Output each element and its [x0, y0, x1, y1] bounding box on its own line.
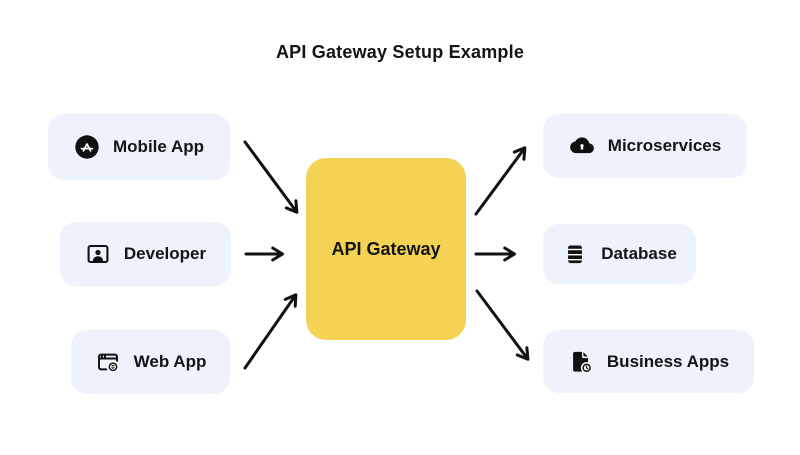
database-icon [562, 241, 588, 267]
gateway-label: API Gateway [331, 238, 441, 259]
cloud-icon [569, 133, 595, 159]
node-label: Microservices [607, 136, 722, 155]
node-database: Database [543, 224, 696, 284]
node-api-gateway: API Gateway [306, 158, 466, 340]
node-label: Mobile App [113, 137, 204, 156]
arrow-mobile-app-to-gateway [243, 140, 299, 214]
frame-person-icon [85, 241, 111, 267]
arrow-gateway-to-business-apps [475, 289, 530, 361]
node-web-app: Web App [71, 330, 230, 394]
document-clock-icon [568, 349, 594, 375]
node-label: Business Apps [606, 351, 730, 371]
arrow-gateway-to-microservices [474, 146, 527, 216]
arrow-web-app-to-gateway [243, 293, 298, 370]
node-label: Developer [123, 244, 207, 263]
node-label: Web App [133, 352, 207, 371]
node-microservices: Microservices [543, 114, 747, 178]
node-developer: Developer [60, 222, 231, 286]
node-label: Database [601, 244, 677, 263]
browser-globe-icon [95, 349, 121, 375]
app-store-icon [74, 134, 100, 160]
node-mobile-app: Mobile App [48, 114, 230, 180]
node-business-apps: Business Apps [543, 330, 754, 393]
diagram-title: API Gateway Setup Example [275, 42, 525, 62]
